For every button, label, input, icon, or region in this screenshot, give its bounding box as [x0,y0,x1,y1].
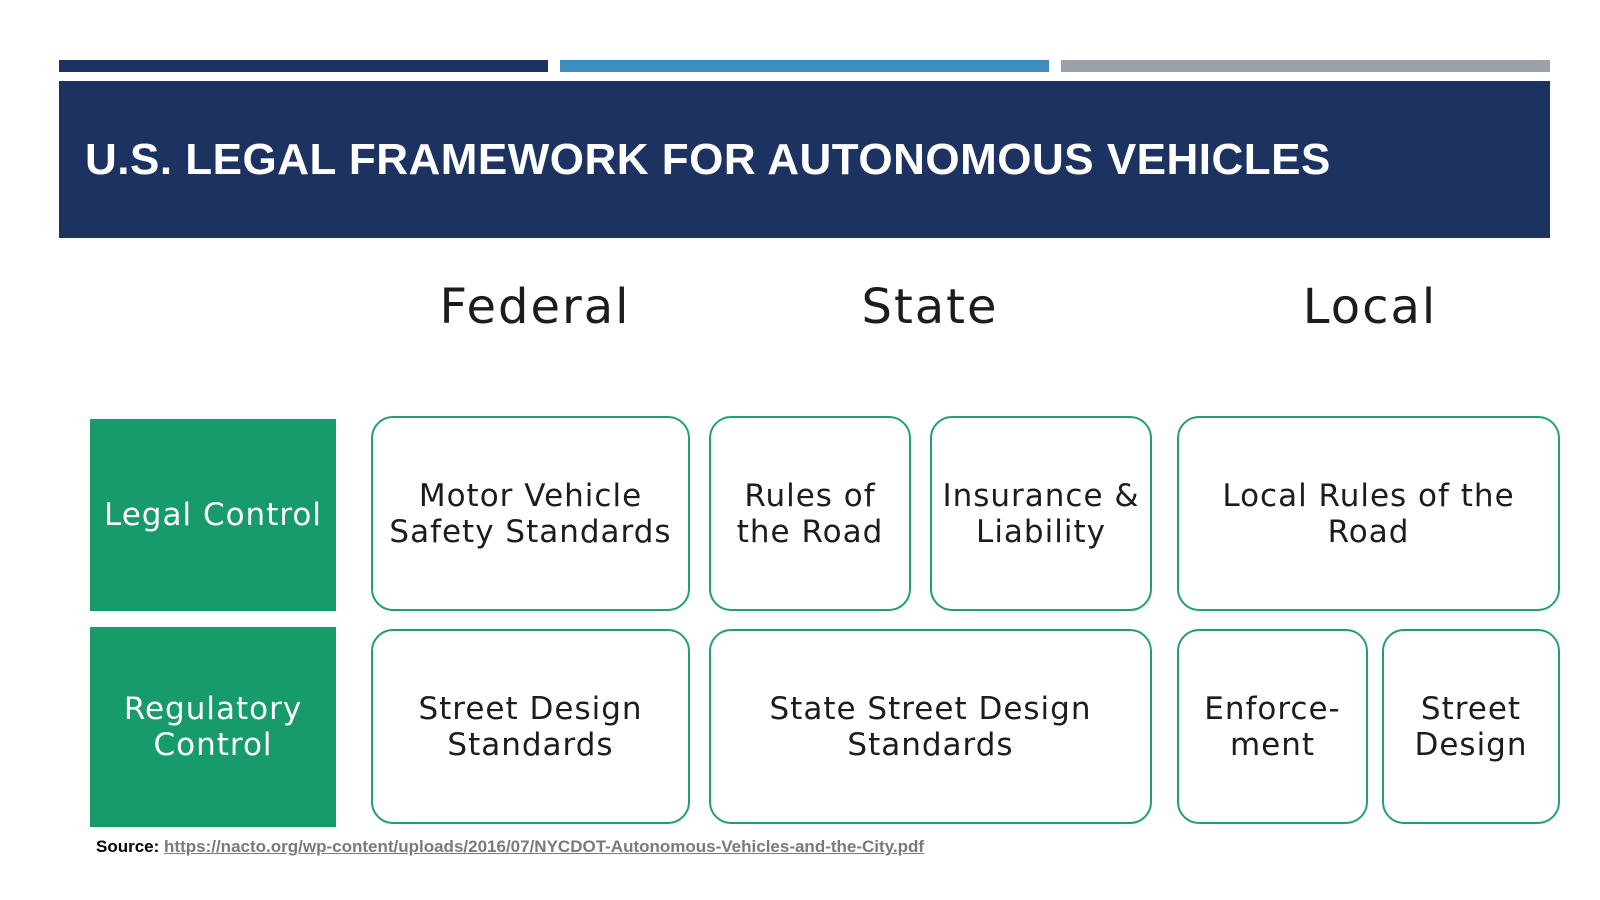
row-label-regulatory-control: Regulatory Control [90,627,336,827]
cell-local-rules-of-the-road: Local Rules of the Road [1177,416,1560,611]
accent-bar-gray [1061,60,1550,72]
cell-insurance-liability: Insurance & Liability [930,416,1152,611]
cell-street-design-standards: Street Design Standards [371,629,690,824]
cell-rules-of-the-road: Rules of the Road [709,416,911,611]
column-header-federal: Federal [439,279,631,335]
row-label-legal-control: Legal Control [90,419,336,611]
slide-title: U.S. LEGAL FRAMEWORK FOR AUTONOMOUS VEHI… [85,134,1331,184]
cell-enforcement: Enforce-ment [1177,629,1368,824]
column-header-local: Local [1302,279,1438,335]
cell-motor-vehicle-safety-standards: Motor Vehicle Safety Standards [371,416,690,611]
title-banner: U.S. LEGAL FRAMEWORK FOR AUTONOMOUS VEHI… [59,81,1550,238]
cell-street-design: Street Design [1382,629,1560,824]
column-header-state: State [861,279,999,335]
accent-bar-navy [59,60,548,72]
accent-bar-blue [560,60,1049,72]
source-link[interactable]: https://nacto.org/wp-content/uploads/201… [164,837,925,856]
source-citation: Source: https://nacto.org/wp-content/upl… [96,837,924,857]
source-label: Source: [96,837,160,856]
cell-state-street-design-standards: State Street Design Standards [709,629,1152,824]
